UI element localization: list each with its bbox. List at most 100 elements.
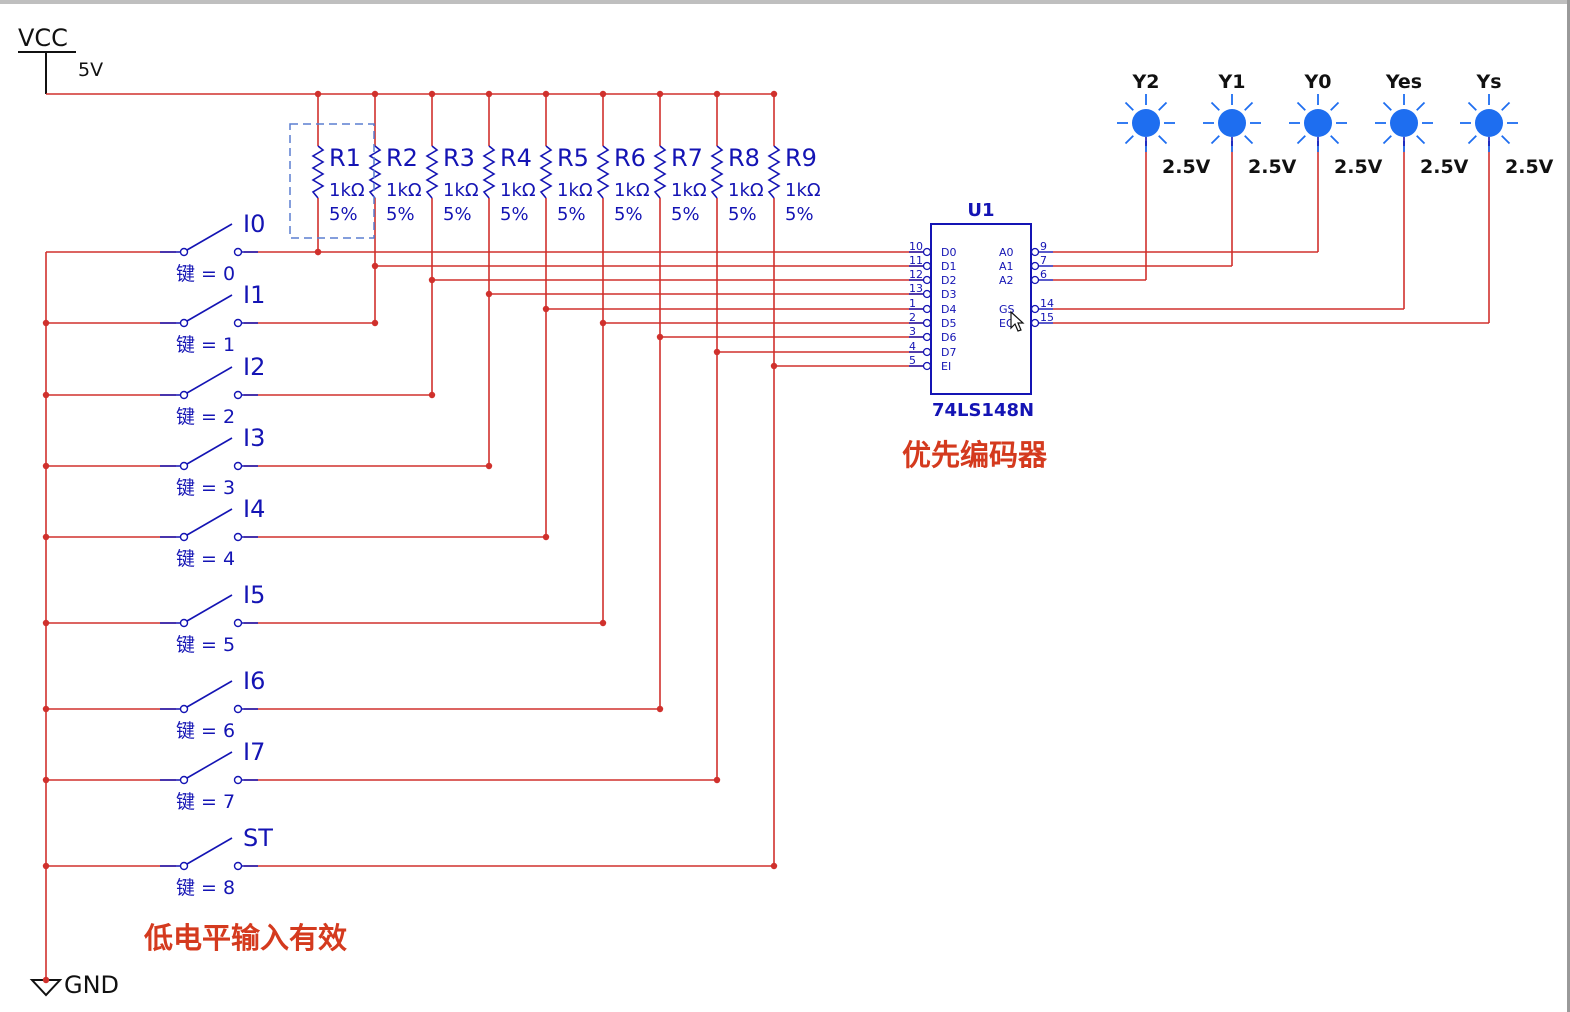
led-ray — [1416, 135, 1426, 145]
pin-inverter-bubble — [922, 275, 932, 285]
switch-key-label: 键 = 5 — [176, 634, 235, 656]
led-ray — [1416, 101, 1426, 111]
led-ys[interactable]: Ys2.5V — [1460, 71, 1554, 178]
switch-i0[interactable]: I0键 = 0 — [160, 210, 265, 285]
gnd-symbol[interactable]: GND — [29, 971, 119, 999]
switch-key-label: 键 = 4 — [176, 548, 235, 570]
switch-st[interactable]: ST键 = 8 — [160, 824, 273, 899]
resistor-tolerance: 5% — [614, 204, 643, 225]
switch-i3[interactable]: I3键 = 3 — [160, 424, 265, 499]
led-y0[interactable]: Y02.5V — [1289, 71, 1383, 178]
led-ray — [1158, 101, 1168, 111]
switch-name: ST — [243, 824, 273, 852]
pin-label: D1 — [941, 260, 956, 273]
chip-pin-a1[interactable]: 7A1 — [999, 254, 1053, 273]
switch-blade — [186, 751, 233, 779]
resistor-value: 1kΩ — [785, 180, 821, 201]
resistor-zigzag — [596, 145, 610, 199]
vcc-label: VCC — [18, 24, 68, 52]
switch-terminal — [233, 704, 243, 714]
wires-layer — [42, 90, 1490, 984]
switch-i6[interactable]: I6键 = 6 — [160, 667, 265, 742]
switch-name: I7 — [243, 738, 265, 766]
switch-i1[interactable]: I1键 = 1 — [160, 281, 265, 356]
resistor-name: R5 — [557, 144, 589, 172]
resistor-value: 1kΩ — [500, 180, 536, 201]
switch-key-label: 键 = 0 — [176, 263, 235, 285]
led-ray — [1296, 135, 1306, 145]
switch-terminal — [233, 461, 243, 471]
resistor-name: R9 — [785, 144, 817, 172]
led-name: Y0 — [1304, 71, 1332, 93]
switch-blade — [186, 366, 233, 394]
led-voltage: 2.5V — [1505, 156, 1554, 178]
switch-terminal — [179, 775, 189, 785]
pin-inverter-bubble — [922, 318, 932, 328]
pin-number: 3 — [909, 325, 916, 338]
led-ray — [1210, 101, 1220, 111]
switch-blade — [186, 437, 233, 465]
chip-pin-a2[interactable]: 6A2 — [999, 268, 1053, 287]
switch-i7[interactable]: I7键 = 7 — [160, 738, 265, 813]
resistor-tolerance: 5% — [557, 204, 586, 225]
mouse-cursor-icon — [1010, 310, 1025, 332]
resistor-name: R4 — [500, 144, 532, 172]
vcc-source[interactable]: VCC 5V — [18, 24, 103, 94]
pin-number: 15 — [1040, 311, 1054, 324]
switch-blade — [186, 508, 233, 536]
pin-inverter-bubble — [1030, 318, 1040, 328]
pin-number: 12 — [909, 268, 923, 281]
switch-i2[interactable]: I2键 = 2 — [160, 353, 265, 428]
resistor-value: 1kΩ — [443, 180, 479, 201]
junction-dot — [42, 776, 50, 784]
switch-terminal — [233, 318, 243, 328]
pin-inverter-bubble — [922, 247, 932, 257]
resistor-zigzag — [767, 145, 781, 199]
switch-terminal — [233, 775, 243, 785]
pin-number: 5 — [909, 354, 916, 367]
pin-inverter-bubble — [1030, 261, 1040, 271]
switch-terminal — [179, 247, 189, 257]
junction-dot — [42, 533, 50, 541]
switch-i4[interactable]: I4键 = 4 — [160, 495, 265, 570]
chip-pin-a0[interactable]: 9A0 — [999, 240, 1053, 259]
led-ray — [1244, 101, 1254, 111]
resistor-value: 1kΩ — [614, 180, 650, 201]
switch-key-label: 键 = 3 — [176, 477, 235, 499]
led-voltage: 2.5V — [1420, 156, 1469, 178]
led-bulb — [1304, 109, 1332, 137]
switch-blade — [186, 294, 233, 322]
led-y2[interactable]: Y22.5V — [1117, 71, 1211, 178]
junction-dot — [42, 462, 50, 470]
resistor-name: R3 — [443, 144, 475, 172]
led-y1[interactable]: Y12.5V — [1203, 71, 1297, 178]
switch-terminal — [179, 390, 189, 400]
resistor-r5[interactable]: R5 1kΩ 5% — [539, 144, 593, 225]
switch-i5[interactable]: I5键 = 5 — [160, 581, 265, 656]
resistor-value: 1kΩ — [557, 180, 593, 201]
switch-terminal — [233, 861, 243, 871]
pin-inverter-bubble — [922, 304, 932, 314]
pin-inverter-bubble — [1030, 275, 1040, 285]
switch-key-label: 键 = 6 — [176, 720, 235, 742]
pin-inverter-bubble — [1030, 247, 1040, 257]
